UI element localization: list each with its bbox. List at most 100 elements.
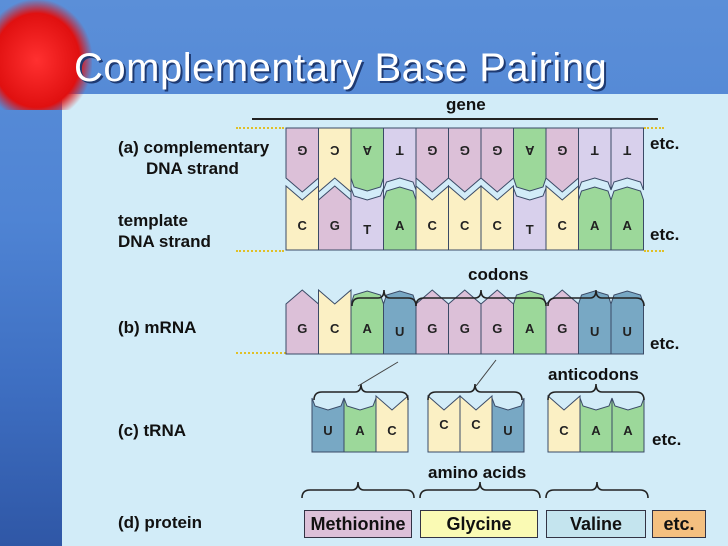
trna-0-base-1: A (343, 397, 377, 453)
protein-methionine: Methionine (304, 510, 412, 538)
protein-valine: Valine (546, 510, 646, 538)
complementary-base-4: G (415, 127, 449, 193)
svg-text:A: A (623, 423, 633, 438)
template-base-9: A (578, 186, 612, 251)
mrna-label: (b) mRNA (118, 318, 197, 337)
dotted-line-left-top (236, 127, 284, 129)
mrna-base-4: G (415, 289, 449, 355)
complementary-base-8: G (545, 127, 579, 193)
svg-text:U: U (623, 324, 632, 339)
mrna-base-0: G (285, 289, 319, 355)
trna-1-base-0: C (427, 394, 461, 453)
mrna-base-6: G (480, 289, 514, 355)
svg-text:U: U (323, 423, 332, 438)
svg-text:C: C (439, 417, 449, 432)
complementary-base-5: G (448, 127, 482, 193)
dotted-line-left-mrna (236, 352, 286, 354)
svg-text:T: T (396, 143, 404, 158)
complementary-base-10: T (610, 127, 644, 191)
trna-2-base-1: A (579, 397, 613, 453)
amino-acids-label: amino acids (428, 463, 527, 482)
complementary-base-1: C (318, 127, 352, 194)
svg-text:A: A (395, 218, 405, 233)
svg-text:C: C (428, 218, 438, 233)
svg-text:C: C (471, 417, 481, 432)
anticodons-label: anticodons (548, 365, 639, 384)
svg-text:G: G (557, 321, 567, 336)
protein-label: (d) protein (118, 513, 203, 532)
svg-text:T: T (363, 222, 371, 237)
template-strand-label: template DNA strand (118, 210, 211, 252)
svg-text:A: A (525, 321, 535, 336)
etc-template: etc. (650, 225, 680, 244)
protein-brace-1 (301, 481, 415, 499)
trna-0-base-2: C (375, 394, 409, 453)
protein-brace-3 (545, 481, 649, 499)
trna-brace-2 (427, 383, 523, 401)
svg-text:G: G (557, 143, 567, 158)
svg-text:C: C (558, 218, 568, 233)
svg-text:G: G (297, 321, 307, 336)
svg-text:T: T (623, 143, 631, 158)
codon-brace-1 (351, 289, 417, 307)
svg-text:C: C (330, 321, 340, 336)
trna-1-base-1: C (459, 394, 493, 453)
protein-etc: etc. (652, 510, 706, 538)
svg-text:C: C (559, 423, 569, 438)
svg-text:G: G (427, 143, 437, 158)
mrna-base-3: U (383, 290, 417, 355)
codon-brace-3 (547, 289, 645, 307)
svg-text:A: A (590, 218, 600, 233)
svg-text:A: A (591, 423, 601, 438)
svg-text:G: G (427, 321, 437, 336)
trna-2-base-0: C (547, 394, 581, 453)
svg-text:U: U (395, 324, 404, 339)
trna-brace-3 (547, 383, 645, 401)
template-base-10: A (610, 186, 644, 251)
trna-brace-1 (313, 383, 409, 401)
svg-text:G: G (460, 321, 470, 336)
svg-text:A: A (355, 423, 365, 438)
svg-text:G: G (460, 143, 470, 158)
svg-text:U: U (503, 423, 512, 438)
complementary-base-3: T (383, 127, 417, 191)
dotted-line-right-bottom (644, 250, 664, 252)
etc-complementary: etc. (650, 134, 680, 153)
svg-text:A: A (623, 218, 633, 233)
svg-text:G: G (492, 321, 502, 336)
template-base-8: C (545, 184, 579, 251)
complementary-label-line1: (a) complementary (118, 138, 270, 157)
protein-glycine: Glycine (420, 510, 538, 538)
svg-text:C: C (329, 143, 339, 158)
template-base-0: C (285, 184, 319, 251)
gene-label: gene (446, 95, 486, 114)
trna-0-base-0: U (311, 397, 345, 453)
template-base-3: A (383, 186, 417, 251)
svg-text:C: C (387, 423, 397, 438)
svg-text:C: C (298, 218, 308, 233)
svg-text:A: A (362, 143, 372, 158)
complementary-label-line2: DNA strand (146, 159, 239, 178)
dotted-line-right-top (644, 127, 664, 129)
dotted-line-left-bottom (236, 250, 284, 252)
codon-connector-2 (475, 359, 497, 387)
svg-text:T: T (591, 143, 599, 158)
mrna-base-10: U (610, 290, 644, 355)
svg-text:A: A (363, 321, 373, 336)
mrna-base-5: G (448, 289, 482, 355)
template-base-2: T (350, 187, 384, 251)
complementary-base-7: A (513, 127, 547, 192)
svg-text:U: U (590, 324, 599, 339)
mrna-base-1: C (318, 288, 352, 355)
svg-text:C: C (493, 218, 503, 233)
complementary-strand-label: (a) complementary DNA strand (118, 137, 269, 179)
etc-trna: etc. (652, 430, 682, 449)
complementary-base-2: A (350, 127, 384, 192)
trna-label: (c) tRNA (118, 421, 186, 440)
codons-label: codons (468, 265, 529, 284)
svg-text:C: C (460, 218, 470, 233)
template-base-6: C (480, 184, 514, 251)
slide-title: Complementary Base Pairing (74, 46, 608, 90)
mrna-base-9: U (578, 290, 612, 355)
